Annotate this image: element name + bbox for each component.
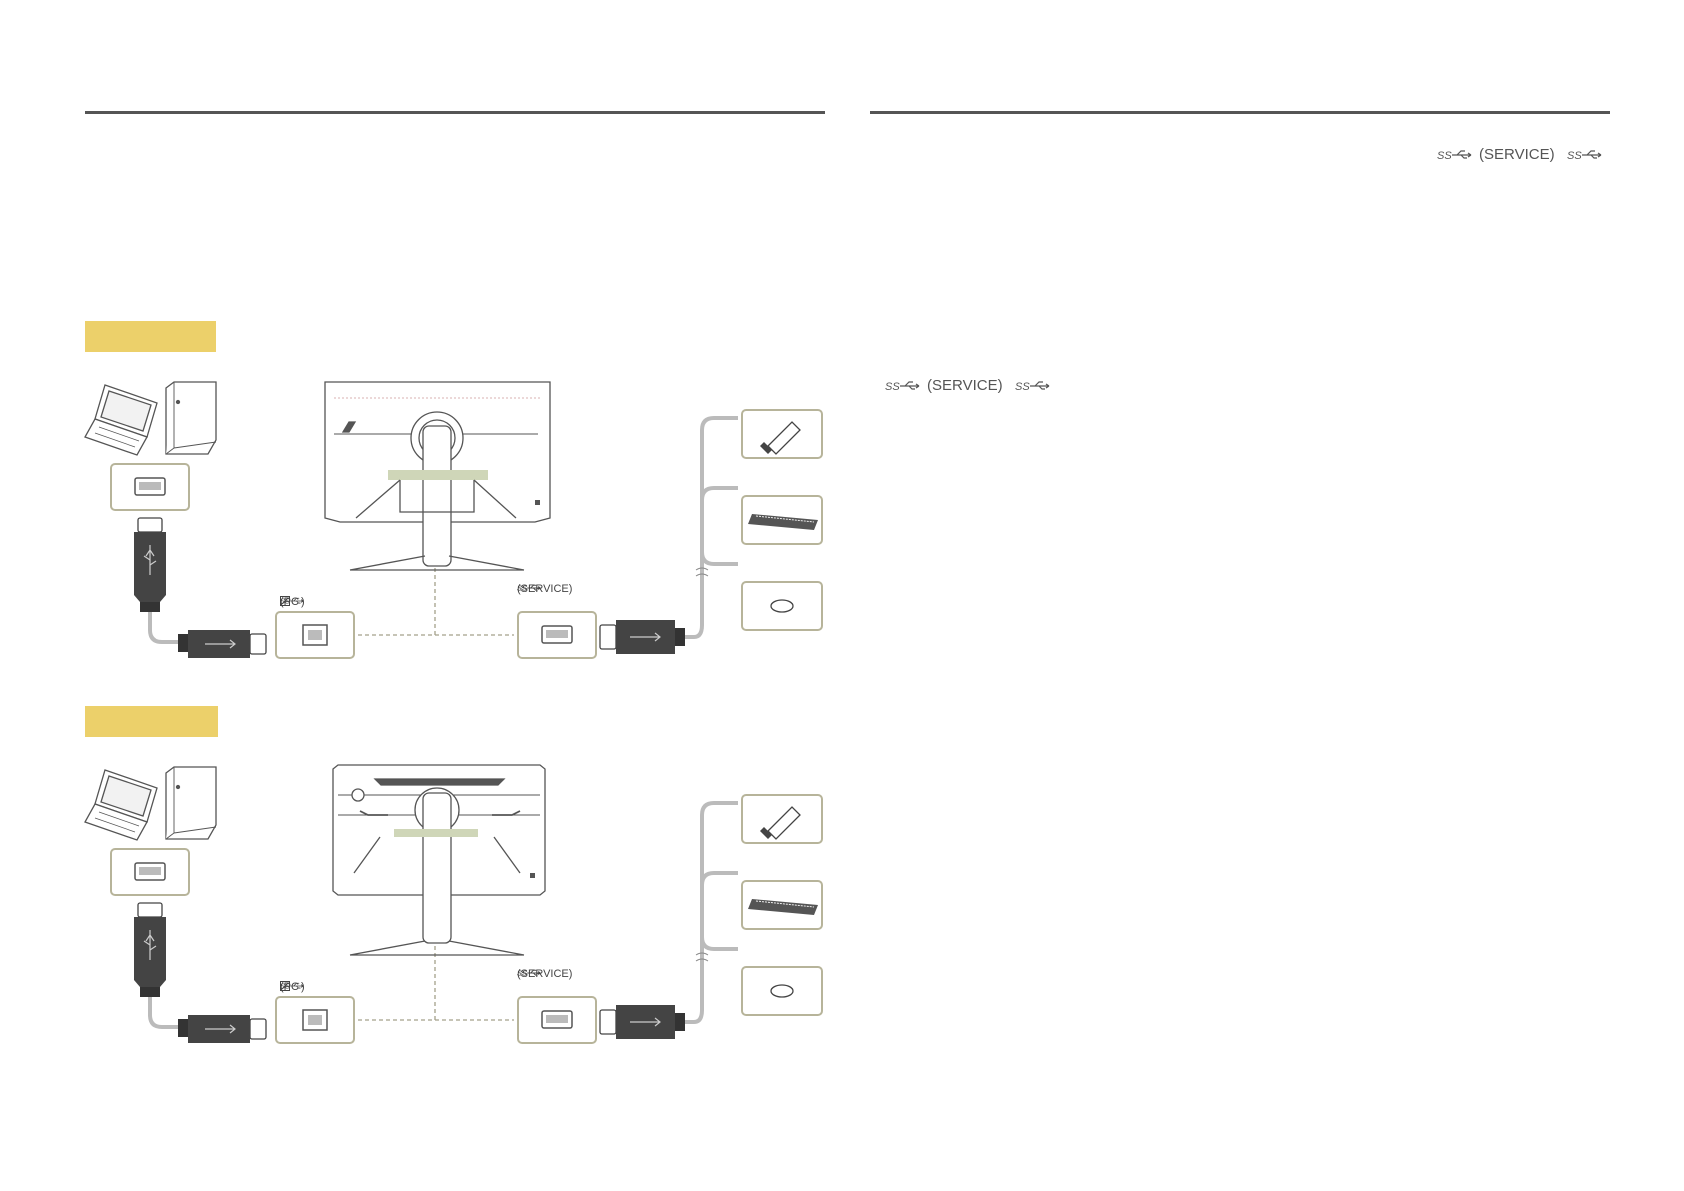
pc-port-label: SS (PC ) (280, 596, 305, 608)
usb-a-port-icon (517, 611, 597, 659)
usb-a-port-icon (110, 848, 190, 896)
superspeed-usb-icon: SS (1567, 150, 1601, 162)
service-port-label: SS (SERVICE) SS (517, 968, 573, 980)
cable (700, 871, 738, 886)
pc-port-label: SS (PC ) (280, 981, 305, 993)
svg-text:SS: SS (1015, 381, 1030, 393)
usb-connector-icon (599, 1005, 685, 1039)
svg-text:SS: SS (517, 969, 527, 978)
superspeed-usb-icon: SS (1015, 381, 1049, 393)
connection-diagram-1: SS (PC ) SS (SERVICE) SS (80, 370, 840, 715)
monitor-rear-icon (332, 764, 546, 956)
cable (148, 612, 180, 644)
service-port-label: SS (SERVICE) SS (517, 583, 573, 595)
connection-diagram-2: SS (PC ) SS (SERVICE) SS (80, 755, 840, 1100)
usb-a-port-icon (110, 463, 190, 511)
usb-b-port-icon (275, 996, 355, 1044)
svg-text:SS: SS (885, 381, 900, 393)
usb-connector-icon (134, 902, 166, 997)
edit-pc-icon (280, 596, 290, 606)
superspeed-usb-icon: SS (517, 969, 541, 978)
usb-connector-icon (599, 620, 685, 654)
mouse-icon (741, 966, 823, 1016)
usb-drive-icon (741, 794, 823, 844)
top-rule-right (870, 111, 1610, 114)
svg-text:SS: SS (517, 584, 527, 593)
cable (148, 997, 180, 1029)
usb-connector-icon (134, 517, 166, 612)
superspeed-usb-icon: SS (885, 381, 920, 393)
usb-connector-icon (178, 1015, 267, 1043)
laptop-icon (84, 384, 158, 456)
svg-text:SS: SS (1567, 150, 1582, 162)
usb-b-port-icon (275, 611, 355, 659)
model-tag-2 (85, 706, 218, 737)
cable (700, 486, 738, 501)
pc-tower-icon (165, 766, 217, 840)
service-port-text-mid: SS (SERVICE) SS (885, 377, 1053, 394)
service-port-text-top: SS (SERVICE) SS (1437, 146, 1605, 163)
cable (685, 416, 738, 639)
pc-tower-icon (165, 381, 217, 455)
superspeed-usb-icon: SS (1437, 150, 1472, 162)
top-rule-left (85, 111, 825, 114)
cable (700, 936, 738, 951)
usb-drive-icon (741, 409, 823, 459)
svg-text:SS: SS (1437, 150, 1452, 162)
svg-text:SS: SS (517, 969, 527, 978)
usb-a-port-icon (517, 996, 597, 1044)
superspeed-usb-icon: SS (517, 584, 541, 593)
laptop-icon (84, 769, 158, 841)
keyboard-icon (741, 880, 823, 930)
cable (700, 551, 738, 566)
keyboard-icon (741, 495, 823, 545)
model-tag-1 (85, 321, 216, 352)
cable (685, 801, 738, 1024)
diagram-graphic-1 (84, 381, 823, 659)
mouse-icon (741, 581, 823, 631)
diagram-graphic-2 (84, 764, 823, 1044)
usb-connector-icon (178, 630, 267, 658)
monitor-rear-icon (324, 381, 551, 571)
edit-pc-icon (280, 981, 290, 991)
svg-text:SS: SS (517, 584, 527, 593)
